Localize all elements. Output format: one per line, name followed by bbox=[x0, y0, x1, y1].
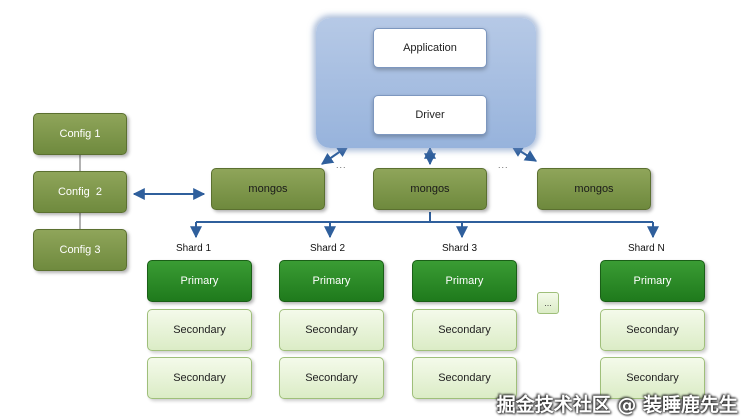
shard1-primary: Primary bbox=[147, 260, 252, 302]
application-label: Application bbox=[403, 42, 457, 54]
shard2-secondary-2: Secondary bbox=[279, 357, 384, 399]
shard3-secondary-1: Secondary bbox=[412, 309, 517, 351]
shard1-secondary-2-label: Secondary bbox=[173, 372, 226, 384]
shard1-primary-label: Primary bbox=[180, 275, 219, 287]
mongos-label-1: mongos bbox=[248, 183, 288, 195]
shard2-primary-label: Primary bbox=[312, 275, 351, 287]
shardn-primary: Primary bbox=[600, 260, 705, 302]
config-server-1: Config 1 bbox=[33, 113, 127, 155]
shard-label-3: Shard 3 bbox=[442, 243, 478, 254]
shardn-primary-label: Primary bbox=[633, 275, 672, 287]
watermark: 掘金技术社区 @ 装睡鹿先生 bbox=[496, 394, 738, 416]
more-shards-ellipsis-label: ... bbox=[544, 298, 552, 308]
shardn-secondary-1-label: Secondary bbox=[626, 324, 679, 336]
config-label-3: Config 3 bbox=[59, 244, 101, 256]
ellipsis-left: ... bbox=[336, 160, 347, 170]
config-label-1: Config 1 bbox=[59, 128, 101, 140]
shardn-secondary-2-label: Secondary bbox=[626, 372, 679, 384]
mongos-label-2: mongos bbox=[410, 183, 450, 195]
more-shards-ellipsis: ... bbox=[537, 292, 559, 314]
shard2-secondary-1-label: Secondary bbox=[305, 324, 358, 336]
shard2-secondary-1: Secondary bbox=[279, 309, 384, 351]
driver-label: Driver bbox=[415, 109, 445, 121]
shardn-secondary-2: Secondary bbox=[600, 357, 705, 399]
mongos-router-1: mongos bbox=[211, 168, 325, 210]
driver-box: Driver bbox=[373, 95, 487, 135]
shard2-primary: Primary bbox=[279, 260, 384, 302]
shard1-secondary-1-label: Secondary bbox=[173, 324, 226, 336]
mongos-router-3: mongos bbox=[537, 168, 651, 210]
shard-label-n: Shard N bbox=[628, 243, 665, 254]
shard3-primary-label: Primary bbox=[445, 275, 484, 287]
cluster-mongos1-arrow bbox=[321, 145, 349, 165]
mongos-router-2: mongos bbox=[373, 168, 487, 210]
shard3-secondary-2-label: Secondary bbox=[438, 372, 491, 384]
shard-label-1: Shard 1 bbox=[176, 243, 212, 254]
cluster-mongos3-arrow bbox=[510, 145, 538, 162]
shard3-primary: Primary bbox=[412, 260, 517, 302]
shard1-secondary-1: Secondary bbox=[147, 309, 252, 351]
shardn-secondary-1: Secondary bbox=[600, 309, 705, 351]
config-label-2: Config 2 bbox=[57, 186, 103, 198]
mongos-label-3: mongos bbox=[574, 183, 614, 195]
shard-label-2: Shard 2 bbox=[310, 243, 346, 254]
shard3-secondary-1-label: Secondary bbox=[438, 324, 491, 336]
shard1-secondary-2: Secondary bbox=[147, 357, 252, 399]
shard3-secondary-2: Secondary bbox=[412, 357, 517, 399]
shard2-secondary-2-label: Secondary bbox=[305, 372, 358, 384]
application-box: Application bbox=[373, 28, 487, 68]
config-server-3: Config 3 bbox=[33, 229, 127, 271]
config-server-2: Config 2 bbox=[33, 171, 127, 213]
ellipsis-right: ... bbox=[498, 160, 509, 170]
